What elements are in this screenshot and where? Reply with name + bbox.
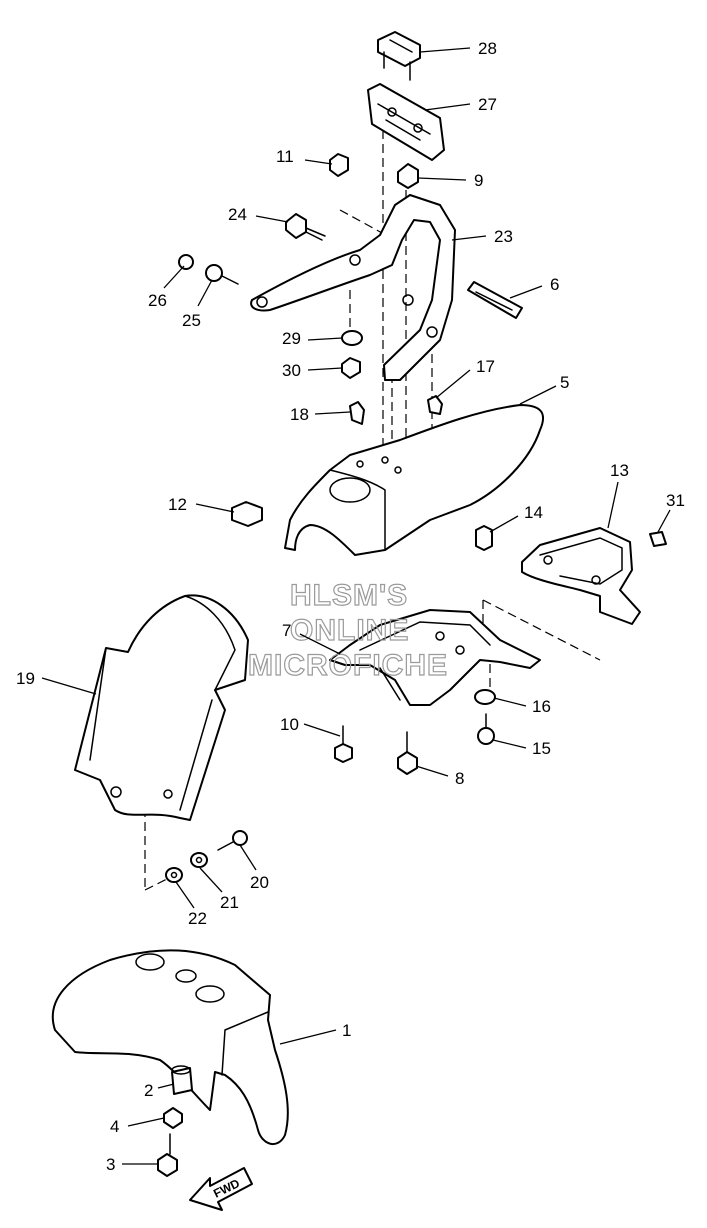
callout-18[interactable]: 18 bbox=[290, 405, 309, 424]
callout-23[interactable]: 23 bbox=[494, 227, 513, 246]
callout-10[interactable]: 10 bbox=[280, 715, 299, 734]
callout-28[interactable]: 28 bbox=[478, 39, 497, 58]
callout-1[interactable]: 1 bbox=[342, 1021, 351, 1040]
part-29-collar[interactable] bbox=[341, 330, 363, 346]
callout-2[interactable]: 2 bbox=[144, 1081, 153, 1100]
part-20-screw[interactable] bbox=[217, 830, 248, 851]
callout-26[interactable]: 26 bbox=[148, 291, 167, 310]
callout-22[interactable]: 22 bbox=[188, 909, 207, 928]
part-5-rear-fender[interactable] bbox=[284, 404, 545, 556]
part-31-collar[interactable] bbox=[649, 531, 667, 547]
callout-21[interactable]: 21 bbox=[220, 893, 239, 912]
part-24-bolt[interactable] bbox=[285, 213, 326, 241]
part-14-damper[interactable] bbox=[475, 525, 493, 551]
part-22-washer[interactable] bbox=[165, 867, 183, 883]
callout-15[interactable]: 15 bbox=[532, 739, 551, 758]
callout-9[interactable]: 9 bbox=[474, 171, 483, 190]
callout-16[interactable]: 16 bbox=[532, 697, 551, 716]
part-11-nut[interactable] bbox=[329, 153, 349, 177]
callout-17[interactable]: 17 bbox=[476, 357, 495, 376]
callout-31[interactable]: 31 bbox=[666, 491, 685, 510]
watermark-line1: HLSM'S bbox=[290, 579, 408, 612]
callout-14[interactable]: 14 bbox=[524, 503, 543, 522]
part-30-nut[interactable] bbox=[341, 357, 361, 379]
callout-7[interactable]: 7 bbox=[282, 621, 291, 640]
part-25-bolt[interactable] bbox=[205, 264, 239, 285]
callout-29[interactable]: 29 bbox=[282, 329, 301, 348]
part-13-tail-cover[interactable] bbox=[521, 527, 641, 625]
part-4-nut[interactable] bbox=[163, 1107, 183, 1129]
callout-30[interactable]: 30 bbox=[282, 361, 301, 380]
callout-6[interactable]: 6 bbox=[550, 275, 559, 294]
part-26-nut[interactable] bbox=[178, 254, 194, 270]
part-3-bolt[interactable] bbox=[157, 1133, 178, 1177]
callout-3[interactable]: 3 bbox=[106, 1155, 115, 1174]
watermark: HLSM'S ONLINE MICROFICHE bbox=[247, 578, 448, 682]
callout-4[interactable]: 4 bbox=[110, 1117, 119, 1136]
part-2-spacer[interactable] bbox=[171, 1065, 193, 1095]
part-19-inner-fender[interactable] bbox=[74, 594, 249, 821]
callout-8[interactable]: 8 bbox=[455, 769, 464, 788]
callout-11[interactable]: 11 bbox=[276, 147, 294, 166]
part-12-grommet[interactable] bbox=[231, 501, 263, 527]
part-10-bolt[interactable] bbox=[334, 725, 353, 763]
watermark-line2: ONLINE bbox=[290, 614, 409, 647]
part-1-front-fender[interactable] bbox=[51, 949, 289, 1145]
part-7-flap[interactable] bbox=[329, 609, 541, 706]
callout-24[interactable]: 24 bbox=[228, 205, 247, 224]
callout-19[interactable]: 19 bbox=[16, 669, 35, 688]
part-28-bracket[interactable] bbox=[377, 31, 421, 81]
part-21-washer[interactable] bbox=[190, 852, 208, 868]
part-18-clip[interactable] bbox=[349, 401, 365, 425]
callout-12[interactable]: 12 bbox=[168, 495, 187, 514]
callout-13[interactable]: 13 bbox=[610, 461, 629, 480]
watermark-line3: MICROFICHE bbox=[248, 649, 448, 682]
fwd-arrow-icon: FWD bbox=[189, 1167, 253, 1211]
part-16-nut[interactable] bbox=[474, 689, 496, 705]
callout-numbers: 28 27 11 9 24 23 6 26 25 29 30 17 5 18 1… bbox=[16, 39, 685, 1174]
leader-lines bbox=[41, 47, 671, 1165]
part-9-nut[interactable] bbox=[397, 163, 419, 189]
callout-20[interactable]: 20 bbox=[250, 873, 269, 892]
callout-27[interactable]: 27 bbox=[478, 95, 497, 114]
part-6-label[interactable] bbox=[467, 281, 523, 319]
part-15-screw[interactable] bbox=[477, 713, 495, 745]
part-8-bolt[interactable] bbox=[397, 731, 418, 775]
callout-5[interactable]: 5 bbox=[560, 373, 569, 392]
callout-25[interactable]: 25 bbox=[182, 311, 201, 330]
part-23-grab-rail[interactable] bbox=[250, 194, 456, 381]
part-17-clip[interactable] bbox=[427, 395, 443, 415]
part-27-carrier-plate[interactable] bbox=[367, 83, 445, 161]
